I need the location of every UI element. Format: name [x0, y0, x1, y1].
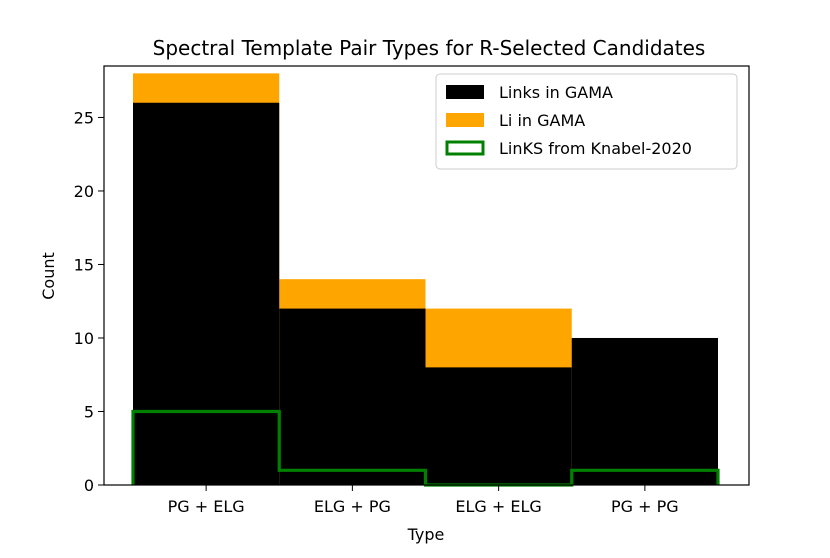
step-line-2 [131, 409, 720, 487]
x-tick-label: PG + ELG [168, 497, 245, 516]
legend-label: Li in GAMA [499, 111, 585, 130]
y-tick-label: 0 [84, 476, 94, 495]
legend-swatch [446, 85, 484, 99]
bar-0-2 [425, 367, 572, 485]
legend-label: Links in GAMA [499, 83, 613, 102]
x-tick-label: ELG + PG [314, 497, 391, 516]
x-axis-label: Type [407, 525, 445, 544]
step-layer [131, 409, 720, 487]
bars-layer [133, 73, 718, 485]
x-tick-label: PG + PG [611, 497, 679, 516]
y-tick-label: 25 [74, 108, 94, 127]
y-axis-label: Count [39, 252, 58, 300]
plot-frame [103, 65, 750, 486]
x-axis: PG + ELG ELG + PG ELG + ELG PG + PG [168, 485, 679, 516]
y-tick-label: 20 [74, 182, 94, 201]
bar-0-3 [571, 337, 718, 485]
legend-label: LinKS from Knabel-2020 [499, 139, 692, 158]
bar-0-0 [133, 102, 280, 485]
bar-0-1 [279, 308, 426, 485]
legend-swatch [445, 140, 485, 156]
y-tick-label: 15 [74, 255, 94, 274]
legend: Links in GAMA Li in GAMA LinKS from Knabel… [435, 73, 738, 170]
legend-frame [435, 73, 738, 170]
chart-title: Spectral Template Pair Types for R-Selec… [153, 36, 706, 60]
legend-swatch [446, 113, 484, 127]
x-tick-label: ELG + ELG [455, 497, 541, 516]
y-tick-label: 5 [84, 402, 94, 421]
y-axis: 0 5 10 15 20 25 [74, 108, 104, 495]
y-tick-label: 10 [74, 329, 94, 348]
